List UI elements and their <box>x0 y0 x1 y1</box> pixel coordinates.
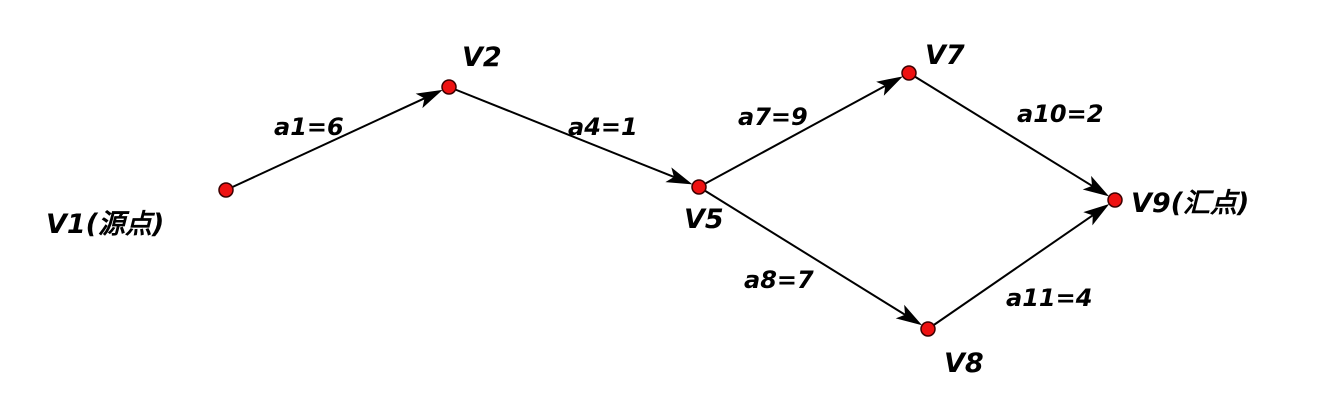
edge-label-a8: a8=7 <box>744 266 814 294</box>
edge-a11 <box>927 203 1110 330</box>
edge-line-a7 <box>698 85 886 188</box>
edge-line-a8 <box>698 186 906 316</box>
edges-layer <box>225 72 1110 330</box>
arrowhead-a10 <box>1082 175 1110 197</box>
edge-label-a4: a4=1 <box>568 113 638 141</box>
nodes-layer <box>218 65 1123 337</box>
node-label-v9: V9(汇点) <box>1131 188 1249 219</box>
node-v8 <box>920 321 936 337</box>
node-v2 <box>441 79 457 95</box>
arrowhead-a8 <box>895 304 923 326</box>
edge-label-a1: a1=6 <box>274 113 344 141</box>
node-label-v5: V5 <box>684 204 724 235</box>
edge-label-a11: a11=4 <box>1006 284 1092 312</box>
node-label-v7: V7 <box>925 40 965 71</box>
node-label-v2: V2 <box>462 42 502 73</box>
node-v9 <box>1107 192 1123 208</box>
node-v1 <box>218 182 234 198</box>
edge-a8 <box>698 186 923 326</box>
arrowhead-a11 <box>1083 203 1110 226</box>
arrowhead-a4 <box>665 167 693 185</box>
edge-a7 <box>698 76 903 188</box>
edge-line-a10 <box>908 72 1093 187</box>
node-label-v1: V1(源点) <box>46 209 164 240</box>
edge-a1 <box>225 89 443 191</box>
node-v7 <box>901 65 917 81</box>
edge-a4 <box>448 86 693 185</box>
edge-label-a7: a7=9 <box>738 103 808 131</box>
node-v5 <box>691 179 707 195</box>
edge-line-a11 <box>927 214 1094 330</box>
edge-line-a1 <box>225 97 425 191</box>
node-label-v8: V8 <box>944 348 984 379</box>
edge-label-a10: a10=2 <box>1017 100 1103 128</box>
edge-a10 <box>908 72 1110 197</box>
arrowhead-a7 <box>876 76 903 96</box>
edge-line-a4 <box>448 86 675 178</box>
arrowhead-a1 <box>415 89 443 109</box>
